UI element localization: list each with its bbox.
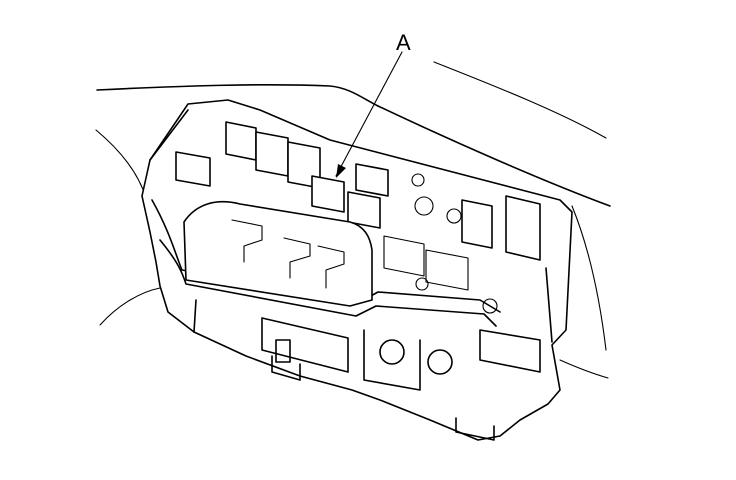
fastener-2 xyxy=(414,196,434,216)
body-panel-edge-right xyxy=(377,105,611,207)
mount-tab-left xyxy=(271,355,301,381)
lower-panel-right xyxy=(479,329,541,373)
fastener-1 xyxy=(411,173,425,187)
housing-corner-right xyxy=(545,267,553,343)
terminal-bolt-2 xyxy=(427,349,453,375)
relay-row xyxy=(175,121,541,261)
mount-tab-bottom xyxy=(455,417,495,441)
relay-left xyxy=(175,151,211,187)
cover-rib-1 xyxy=(231,219,263,263)
body-edge-right-lower xyxy=(559,359,609,379)
relay-right-1 xyxy=(461,199,493,249)
lower-clip-left xyxy=(275,339,291,363)
relay-1 xyxy=(225,121,257,161)
vehicle-body-outline xyxy=(95,61,611,379)
body-panel-edge-right-upper xyxy=(433,61,607,139)
housing-top-edge-left xyxy=(149,109,189,161)
housing-ledge-lower xyxy=(159,239,497,327)
relay-5 xyxy=(355,163,389,197)
body-curve-right xyxy=(571,205,607,351)
relay-target xyxy=(311,175,345,213)
fuse-cluster-2 xyxy=(425,249,469,291)
callout-arrowhead xyxy=(336,164,346,178)
body-panel-edge-top xyxy=(96,83,379,107)
cover-rib-3 xyxy=(317,245,345,289)
mount-hole-center xyxy=(415,277,429,291)
fuse-block xyxy=(183,173,469,307)
fastener-3 xyxy=(446,208,462,224)
housing-corner-left xyxy=(193,299,197,333)
mount-hole-right xyxy=(482,298,498,314)
callout-label: A xyxy=(396,30,411,55)
callout-leader-line xyxy=(335,51,403,177)
relay-4 xyxy=(347,191,381,229)
fuse-block-cover xyxy=(183,200,373,307)
housing-lower-details xyxy=(261,277,541,441)
cover-rib-2 xyxy=(283,237,311,279)
body-curve-left-upper xyxy=(95,129,147,199)
fuse-cluster-1 xyxy=(383,235,425,277)
terminal-bolt-1 xyxy=(379,339,405,365)
relay-2 xyxy=(255,131,289,177)
relay-right-2 xyxy=(505,195,541,261)
callout-a: A xyxy=(335,30,411,178)
body-curve-left-lower xyxy=(99,287,161,326)
terminal-housing xyxy=(363,329,421,391)
lower-panel-left xyxy=(261,317,349,373)
